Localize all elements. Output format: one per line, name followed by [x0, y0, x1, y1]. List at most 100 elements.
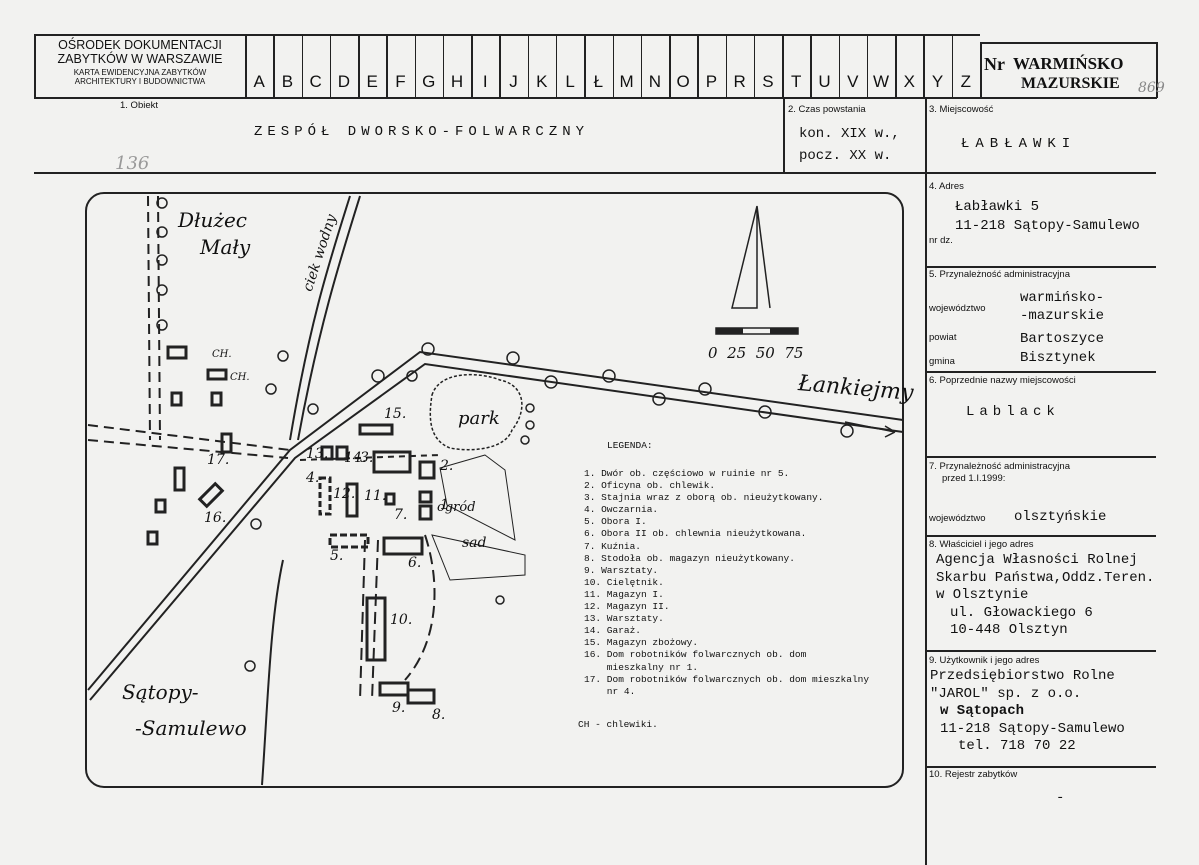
alphabet-letter: N — [648, 72, 662, 91]
building-label: 11. — [364, 488, 387, 504]
nr-box-bottom — [980, 97, 1157, 99]
alphabet-letter: T — [791, 72, 802, 91]
alphabet-divider — [273, 34, 275, 98]
user-line: w Sątopach — [940, 703, 1025, 719]
path-south-curve — [404, 534, 436, 681]
path-north-2 — [157, 195, 161, 441]
legend-item: 5. Obora I. — [584, 516, 647, 528]
register-value: - — [1056, 790, 1065, 806]
alphabet-divider — [414, 34, 417, 98]
place-dluzec-line1: Dłużec — [178, 208, 247, 232]
sep-4-5 — [925, 266, 1156, 268]
alphabet-letter: R — [733, 72, 746, 91]
alphabet-letter: V — [847, 72, 859, 91]
legend-item: 17. Dom robotników folwarcznych ob. dom … — [584, 673, 870, 685]
alphabet-divider — [753, 34, 756, 98]
alphabet-letter: K — [536, 72, 548, 91]
owner-line: 10-448 Olsztyn — [950, 622, 1068, 638]
building-14 — [335, 445, 349, 461]
owner-line: Agencja Własności Rolnej — [936, 552, 1138, 568]
alphabet-letter: J — [509, 72, 518, 91]
owner-line: ul. Głowackiego 6 — [950, 604, 1093, 621]
sep-7-8 — [925, 535, 1156, 537]
header-top-line — [34, 34, 980, 36]
owner-lines: Agencja Własności Rolnej Skarbu Państwa,… — [936, 552, 1154, 640]
building-12 — [345, 482, 359, 518]
alphabet-letter: O — [676, 72, 690, 91]
section7-wojewodztwo-label: województwo — [929, 513, 986, 524]
alphabet-letter: G — [422, 72, 436, 91]
section6-label: 6. Poprzednie nazwy miejscowości — [929, 375, 1076, 386]
alphabet-divider — [923, 34, 925, 98]
building-9 — [378, 681, 410, 697]
header-left-line — [34, 34, 36, 98]
building-3 — [372, 450, 412, 474]
alphabet-letter: U — [818, 72, 831, 91]
alphabet-divider — [866, 34, 869, 98]
gmina-label: gmina — [929, 356, 955, 367]
building-label: 17. — [207, 452, 230, 468]
building-4 — [318, 476, 332, 516]
user-line: 11-218 Sątopy-Samulewo — [940, 720, 1125, 737]
section10-label: 10. Rejestr zabytków — [929, 769, 1018, 780]
path-west-1 — [87, 424, 291, 451]
nr-value-line2: MAZURSKIE — [1021, 75, 1120, 92]
previous-name: Lablack — [966, 404, 1060, 420]
header-bottom-line — [34, 97, 980, 99]
legend-item: 4. Owczarnia. — [584, 504, 659, 516]
section8-label: 8. Właściciel i jego adres — [929, 539, 1034, 550]
org-line3: KARTA EWIDENCYJNA ZABYTKÓW — [73, 68, 207, 77]
handwritten-mark: 136 — [115, 153, 150, 174]
gmina-value: Bisztynek — [1020, 350, 1096, 366]
alphabet-letter: P — [705, 72, 718, 91]
scale-label: 0 25 50 75 — [708, 344, 804, 362]
section7-label-line2: przed 1.I.1999: — [942, 473, 1006, 484]
alphabet-divider — [301, 34, 304, 98]
alphabet-letter: X — [903, 72, 915, 91]
owner-line: Skarbu Państwa,Oddz.Teren. — [936, 569, 1155, 586]
alphabet-letter: Z — [960, 72, 972, 91]
building-label: 7. — [394, 507, 408, 523]
building-2 — [418, 460, 436, 480]
building-6 — [382, 536, 424, 556]
alphabet-divider — [612, 34, 614, 98]
powiat-value: Bartoszyce — [1020, 331, 1105, 347]
section1-label: 1. Obiekt — [120, 100, 159, 111]
north-arrow — [731, 205, 771, 309]
alphabet-letter: B — [281, 72, 294, 91]
alphabet-letter: Y — [931, 72, 944, 91]
alphabet-letter: F — [395, 72, 406, 91]
user-lines: Przedsiębiorstwo Rolne "JAROL" sp. z o.o… — [930, 668, 1125, 756]
building-west-1 — [173, 466, 186, 492]
path-west-2 — [87, 439, 289, 459]
address-line1: Łabławki 5 — [955, 199, 1040, 215]
building-ch2 — [206, 368, 228, 381]
alphabet-letter: W — [873, 72, 890, 91]
legend-item: 14. Garaż. — [584, 625, 642, 637]
roads — [87, 195, 904, 786]
main-road-edge-2 — [89, 362, 904, 701]
building-label: 8. — [432, 707, 446, 723]
park-outline — [429, 373, 523, 451]
building-small-1 — [170, 391, 183, 407]
section2-value-line2: pocz. XX w. — [799, 148, 892, 164]
org-line1: OŚRODEK DOKUMENTACJI — [58, 38, 222, 52]
building-label: 9. — [392, 700, 406, 716]
row1-bottom-line — [34, 172, 1156, 174]
legend-item: 2. Oficyna ob. chlewik. — [584, 480, 716, 492]
legend-item: 3. Stajnia wraz z oborą ob. nieużytkowan… — [584, 492, 824, 504]
nr-box-right — [1156, 42, 1158, 98]
alphabet-letter: Ł — [593, 72, 604, 91]
legend-item: 9. Warsztaty. — [584, 564, 659, 576]
place-satopy-line2: -Samulewo — [135, 716, 247, 740]
path-south-2 — [371, 539, 379, 701]
legend-item: mieszkalny nr 1. — [584, 661, 699, 673]
building-15 — [358, 423, 394, 436]
building-1a — [418, 490, 433, 504]
ditch — [261, 559, 284, 786]
alphabet-divider — [640, 34, 643, 98]
path-south-1 — [359, 539, 366, 701]
building-11 — [384, 492, 396, 506]
building-label: 6. — [408, 555, 422, 571]
building-label: 2. — [440, 458, 454, 474]
